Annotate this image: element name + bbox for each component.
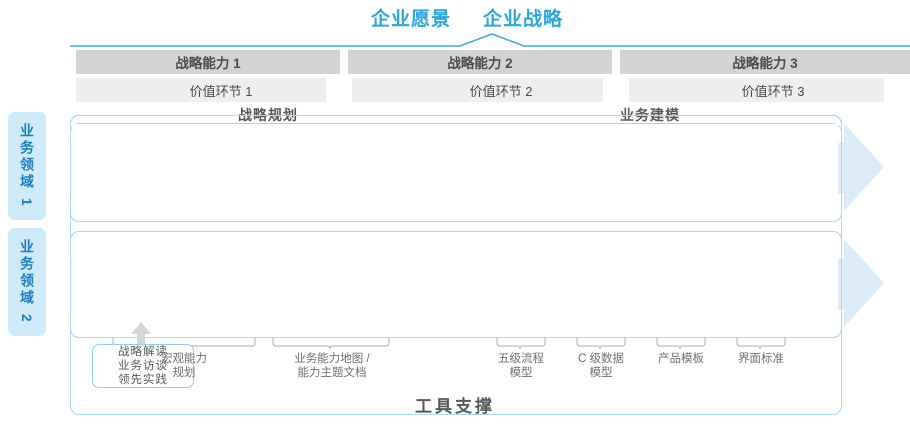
bracket-capability-map [272,337,390,351]
bracket-process-model [496,337,546,351]
tool-label-process-model: 五级流程 模型 [498,353,544,379]
tool-label-product-template: 产品模板 [658,353,704,365]
bracket-product-template [656,337,706,351]
tool-label-macro-capability: 宏观能力 规划 [161,353,207,379]
capability-bar-1[interactable]: 战略能力 1 [76,50,340,74]
value-bar-1[interactable]: 价值环节 1 [76,78,366,102]
bracket-data-model [576,337,626,351]
vision-connector-line [70,32,910,48]
value-bar-chevron-3 [884,78,910,102]
tool-support-title: 工具支撑 [415,397,495,416]
value-bar-3[interactable]: 价值环节 3 [636,78,910,102]
lane-1-outline [70,115,842,222]
value-bar-chevron-2 [603,78,629,102]
enterprise-strategy-title: 企业战略 [483,9,564,30]
vision-strategy-titles: 企业愿景 企业战略 [0,4,910,34]
capability-bar-2[interactable]: 战略能力 2 [348,50,612,74]
domain-label-2[interactable]: 业务领域 2 [8,228,46,336]
tool-label-data-model: C 级数据 模型 [578,353,624,379]
tool-label-capability-map: 业务能力地图 / 能力主题文档 [294,353,370,379]
domain-label-1[interactable]: 业务领域 1 [8,112,46,220]
value-bar-chevron-1 [326,78,352,102]
tool-up-arrow [130,322,152,346]
lane-2-outline [70,231,842,338]
bracket-ui-standard [736,337,786,351]
enterprise-vision-title: 企业愿景 [371,9,452,30]
value-bar-2[interactable]: 价值环节 2 [366,78,636,102]
capability-bar-3[interactable]: 战略能力 3 [620,50,910,74]
value-stage-bars: 价值环节 1 价值环节 2 价值环节 3 [76,78,910,102]
strategic-capability-bars: 战略能力 1 战略能力 2 战略能力 3 [76,50,910,74]
frame-mask [72,124,838,334]
tool-box-strategy-interpretation[interactable]: 战略解读 业务访谈 领先实践 [92,344,194,388]
tool-label-ui-standard: 界面标准 [738,353,784,365]
